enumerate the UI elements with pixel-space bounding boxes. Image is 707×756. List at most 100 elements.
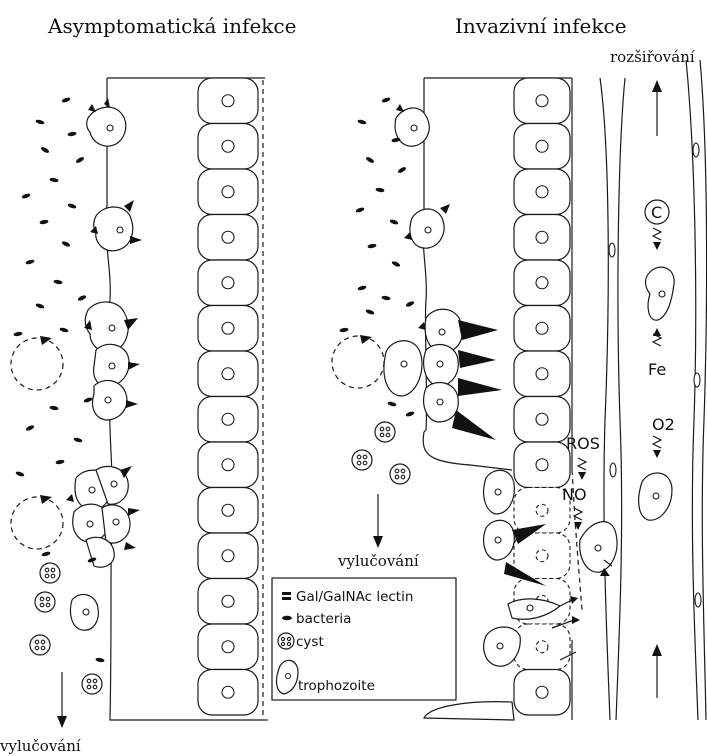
- left-cell-nucleus: [222, 140, 234, 152]
- right-bacterium: [365, 156, 375, 164]
- left-cyst-3: [30, 635, 50, 655]
- title-asymptomatic: Asymptomatická infekce: [47, 14, 296, 38]
- left-bacterium: [35, 119, 45, 125]
- right-trophozoite-2: [404, 204, 450, 248]
- left-cyst-2: [35, 592, 55, 612]
- left-bacterium: [40, 146, 50, 154]
- left-cell-nucleus: [222, 641, 234, 653]
- left-cell-nucleus: [222, 504, 234, 516]
- ros-label: ROS: [566, 434, 600, 453]
- right-bacterium: [389, 219, 399, 226]
- spread-arrow-up: [652, 80, 662, 136]
- right-bacterium: [391, 260, 401, 267]
- ros-arrowhead: [578, 472, 586, 480]
- right-bacterium: [355, 207, 365, 214]
- left-cell-nucleus: [222, 459, 234, 471]
- bottom-arrow-up: [652, 644, 662, 698]
- left-bacterium: [39, 219, 49, 225]
- left-bacterium: [35, 303, 45, 310]
- right-free-trophozoite-1: [384, 341, 422, 396]
- legend-cyst-label: cyst: [296, 634, 324, 650]
- left-bacterium: [59, 327, 69, 333]
- left-panel-asymptomatic: vylučování: [0, 78, 268, 755]
- right-bottom-base: [424, 702, 514, 720]
- left-bacterium: [25, 259, 35, 265]
- right-cell-nucleus: [536, 459, 548, 471]
- right-cell-nucleus: [536, 277, 548, 289]
- right-cell-nucleus: [536, 550, 548, 562]
- oxygen-label: O2: [652, 415, 675, 434]
- blood-vessel: [600, 60, 707, 720]
- right-cell-nucleus: [536, 186, 548, 198]
- right-bacterium: [339, 327, 349, 333]
- left-bacterium: [61, 240, 71, 247]
- right-bacterium: [381, 97, 391, 104]
- right-cell-nucleus: [536, 322, 548, 334]
- ros-zigzag: [578, 458, 586, 470]
- legend-cyst-icon: [278, 633, 294, 649]
- right-cyst-2: [352, 450, 372, 470]
- left-trophozoite-2: [90, 200, 142, 251]
- left-bacterium: [15, 471, 25, 478]
- legend-bacteria-label: bacteria: [296, 611, 351, 627]
- left-bacterium: [41, 551, 51, 557]
- left-bacterium: [73, 437, 83, 443]
- iron-label: Fe: [648, 360, 666, 379]
- right-bacterium: [357, 119, 367, 125]
- right-excretion-arrow: [373, 494, 383, 548]
- right-bacterium: [375, 187, 385, 193]
- right-cell-nucleus: [536, 413, 548, 425]
- left-bacterium: [49, 177, 59, 183]
- left-cyst-1: [40, 563, 60, 583]
- legend-bacteria-icon: [282, 616, 292, 620]
- left-free-trophozoite: [70, 594, 98, 630]
- title-invasive: Invazivní infekce: [455, 14, 627, 38]
- legend: Gal/GalNAc lectin bacteria cyst trophozo…: [272, 578, 456, 700]
- right-bacterium: [397, 166, 407, 174]
- left-bacterium: [55, 459, 65, 465]
- right-cell-nucleus: [536, 95, 548, 107]
- invading-trophozoite: [580, 522, 617, 576]
- left-epithelium: [198, 78, 258, 715]
- left-bacterium: [67, 131, 77, 137]
- right-cell-nucleus: [536, 140, 548, 152]
- left-cycle-arrow-1: [11, 336, 63, 390]
- legend-lectin-label: Gal/GalNAc lectin: [296, 589, 413, 605]
- left-bacterium: [25, 424, 35, 431]
- left-bacterium: [21, 193, 31, 200]
- left-trophozoite-cluster-2: [66, 466, 140, 567]
- label-excretion-right: vylučování: [337, 552, 419, 570]
- right-bacterium: [387, 401, 397, 407]
- right-cell-nucleus: [536, 686, 548, 698]
- left-cell-nucleus: [222, 231, 234, 243]
- left-cell-nucleus: [222, 186, 234, 198]
- right-cell-nucleus: [536, 504, 548, 516]
- right-bacterium: [367, 243, 377, 249]
- label-excretion-left: vylučování: [0, 737, 81, 755]
- left-cell-nucleus: [222, 413, 234, 425]
- right-cell-nucleus: [536, 641, 548, 653]
- oxygen-marker: O2: [652, 415, 675, 458]
- left-bacterium: [49, 405, 59, 411]
- right-cyst-3: [390, 464, 410, 484]
- left-excretion-arrow: [57, 672, 67, 728]
- left-cycle-arrow-2: [11, 495, 63, 549]
- label-spread: rozšiřování: [610, 48, 695, 66]
- left-cell-nucleus: [222, 95, 234, 107]
- left-cell-nucleus: [222, 368, 234, 380]
- right-bacterium: [405, 411, 415, 418]
- right-cell-nucleus: [536, 368, 548, 380]
- left-trophozoite-cluster-1: [84, 302, 140, 420]
- right-bacterium: [405, 300, 415, 307]
- complement-label: C: [651, 203, 662, 222]
- right-cyst-1: [375, 422, 395, 442]
- iron-marker: Fe: [648, 328, 666, 379]
- left-bacterium: [67, 203, 77, 210]
- right-trophozoite-cluster: [418, 309, 502, 440]
- vessel-trophozoite-2: [639, 473, 672, 520]
- left-bacterium: [75, 156, 85, 164]
- left-bacterium: [61, 97, 71, 104]
- left-cell-nucleus: [222, 595, 234, 607]
- left-bacterium: [53, 279, 63, 285]
